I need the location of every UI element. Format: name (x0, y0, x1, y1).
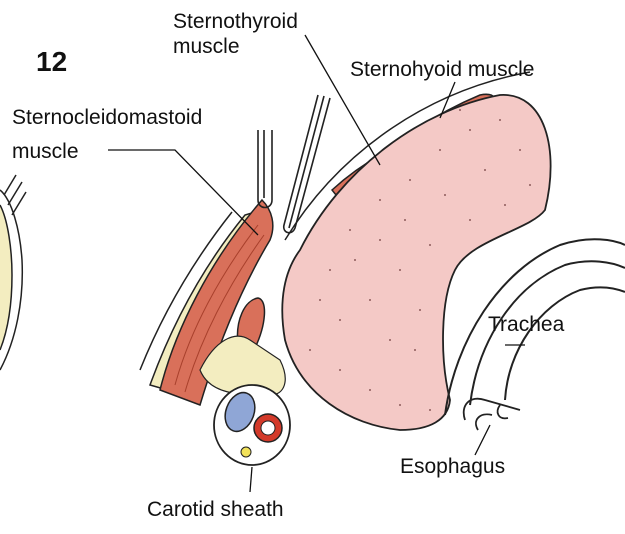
carotid-sheath-shape (214, 385, 290, 465)
sternocleidomastoid-label-line2: muscle (12, 140, 79, 164)
sternocleidomastoid-label-line1: Sternocleidomastoid (12, 106, 202, 130)
thyroid-lobe (282, 95, 550, 430)
scm-leader-line (108, 150, 258, 235)
sternothyroid-label-line2: muscle (173, 35, 240, 59)
retractor-left (258, 130, 272, 208)
carotid-sheath-leader-line (250, 467, 252, 492)
esophagus-shape (464, 399, 520, 430)
sternohyoid-label: Sternohyoid muscle (350, 58, 534, 82)
sternothyroid-label-line1: Sternothyroid (173, 10, 298, 34)
left-edge-tissue (0, 175, 26, 370)
figure-number: 12 (36, 46, 67, 78)
carotid-sheath-label: Carotid sheath (147, 498, 284, 522)
trachea-label: Trachea (488, 313, 564, 337)
vagus-nerve (241, 447, 251, 457)
esophagus-label: Esophagus (400, 455, 505, 479)
